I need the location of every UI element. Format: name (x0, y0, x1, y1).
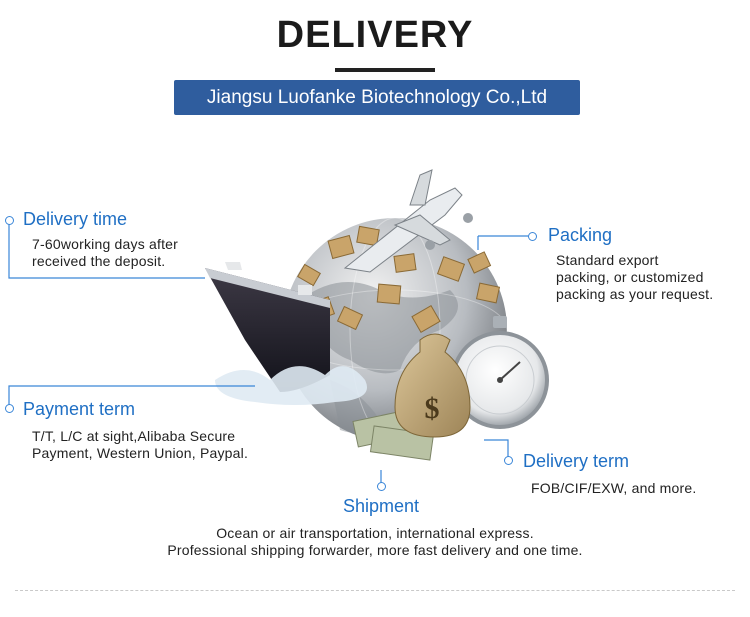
delivery-term-line: FOB/CIF/EXW, and more. (531, 480, 697, 496)
company-banner: Jiangsu Luofanke Biotechnology Co.,Ltd (174, 80, 580, 115)
packing-label: Packing (548, 225, 613, 245)
delivery-term-text: FOB/CIF/EXW, and more. (531, 480, 696, 497)
airplane-icon (343, 169, 473, 273)
ship-icon (205, 262, 367, 405)
shipment-text: Ocean or air transportation, internation… (75, 525, 675, 559)
payment-term-line: Payment, Western Union, Paypal. (32, 445, 249, 461)
packing-dot (528, 232, 537, 241)
money-bag-icon: $ (394, 333, 471, 438)
shipment-line: Ocean or air transportation, internation… (216, 525, 534, 541)
packing-text: Standard export packing, or customized p… (556, 252, 713, 303)
payment-term-label: Payment term (23, 399, 136, 419)
packing-line: packing, or customized (556, 269, 704, 285)
title-underline (335, 68, 435, 72)
shipment-label: Shipment (343, 496, 420, 516)
packing-line: Standard export (556, 252, 659, 268)
delivery-time-dot (5, 216, 14, 225)
delivery-time-text: 7-60working days after received the depo… (32, 236, 178, 270)
shipment-dot (377, 482, 386, 491)
bottom-divider (15, 590, 735, 591)
connector-lines (8, 220, 528, 485)
payment-term-line: T/T, L/C at sight,Alibaba Secure (32, 428, 236, 444)
stopwatch-icon (451, 316, 549, 429)
page-title: DELIVERY (276, 14, 474, 56)
payment-term-text: T/T, L/C at sight,Alibaba Secure Payment… (32, 428, 248, 462)
delivery-term-dot (504, 456, 513, 465)
payment-term-dot (5, 404, 14, 413)
delivery-term-label: Delivery term (523, 451, 630, 471)
delivery-time-label: Delivery time (23, 209, 128, 229)
shipment-line: Professional shipping forwarder, more fa… (167, 542, 583, 558)
delivery-time-line: 7-60working days after (32, 236, 179, 252)
delivery-time-line: received the deposit. (32, 253, 166, 269)
svg-text:$: $ (425, 392, 440, 425)
packing-line: packing as your request. (556, 286, 714, 302)
